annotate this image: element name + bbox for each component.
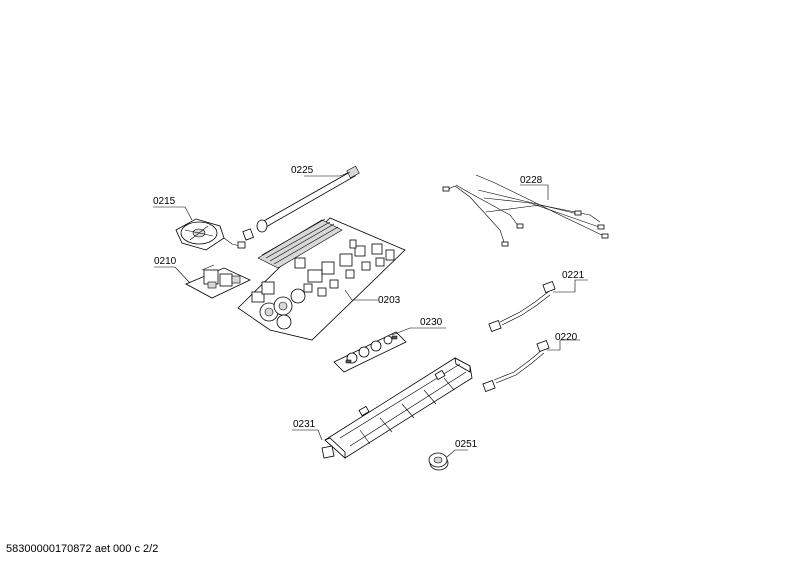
label-0203: 0203 <box>378 295 401 306</box>
leader-0231 <box>292 429 323 441</box>
part-0231-carrier <box>321 357 473 459</box>
leader-0215 <box>153 206 193 221</box>
label-0230: 0230 <box>420 317 443 328</box>
leader-0210 <box>154 266 191 284</box>
leader-0225 <box>304 171 351 177</box>
part-0225-rod <box>242 165 360 241</box>
part-0210-filter-board <box>185 264 251 299</box>
part-0228-cables <box>442 174 609 247</box>
label-0215: 0215 <box>153 196 176 207</box>
label-0221: 0221 <box>562 270 585 281</box>
leader-0228 <box>520 184 549 200</box>
part-0230-control-board <box>333 331 407 373</box>
document-id: 58300000170872 aet 000 c 2/2 <box>6 543 159 555</box>
part-0221-cable <box>488 281 556 332</box>
label-0225: 0225 <box>291 165 314 176</box>
leader-0230 <box>391 327 446 336</box>
leader-0251 <box>446 449 468 458</box>
leader-0221 <box>553 279 588 293</box>
part-0251-ferrite-ring <box>428 452 449 471</box>
part-0215-fan <box>175 218 246 251</box>
part-0203-power-board <box>237 217 406 341</box>
label-0210: 0210 <box>154 256 177 267</box>
leader-0203 <box>344 289 378 301</box>
part-0220-cable <box>482 340 550 392</box>
label-0231: 0231 <box>293 419 316 430</box>
leader-0220 <box>547 339 580 351</box>
label-0228: 0228 <box>520 175 543 186</box>
label-0220: 0220 <box>555 332 578 343</box>
label-0251: 0251 <box>455 439 478 450</box>
